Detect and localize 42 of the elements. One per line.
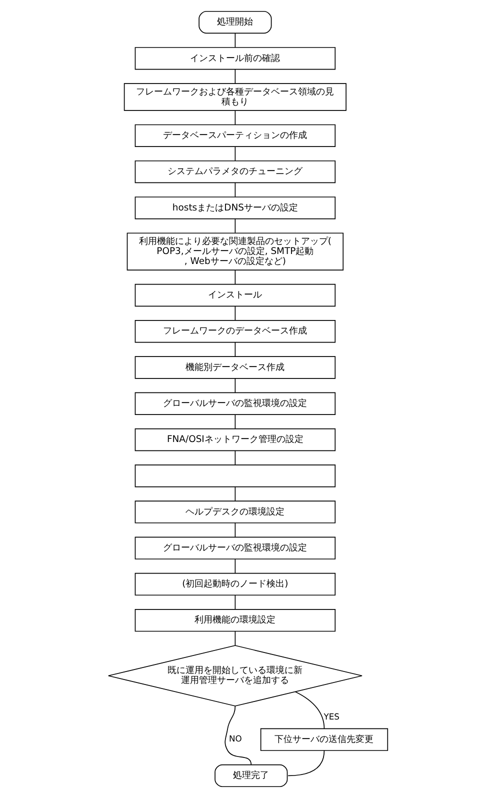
node-box: インストール前の確認 (134, 47, 336, 70)
connector (288, 750, 325, 776)
edge-label: NO (229, 734, 242, 744)
connector (234, 110, 236, 125)
connector (224, 706, 252, 766)
edge-label: YES (324, 711, 340, 722)
node-box: ヘルプデスクの環境設定 (134, 500, 336, 524)
node-box: 利用機能により必要な関連製品のセットアップ(POP3,メールサーバの設定, SMTP起動, Webサーバの設定など) (126, 232, 344, 270)
node-box: インストール (134, 284, 336, 307)
node-box: FNA/OSIネットワーク管理の設定 (134, 428, 336, 452)
node-box (134, 464, 336, 488)
connector (234, 522, 236, 538)
connector (234, 32, 236, 48)
node-box: 処理完了 (214, 764, 288, 788)
node-box: 処理開始 (198, 10, 272, 34)
node-box: グローバルサーバの監視環境の設定 (134, 536, 336, 560)
connector (234, 68, 236, 84)
node-box: データベースパーティションの作成 (134, 124, 336, 148)
node-box: (初回起動時のノード検出) (134, 572, 336, 596)
node-box: hostsまたはDNSサーバの設定 (134, 196, 336, 220)
connector (234, 594, 236, 610)
node-box: 利用機能の環境設定 (134, 608, 336, 632)
connector (234, 414, 236, 430)
connector (234, 486, 236, 502)
connector (234, 342, 236, 357)
connector (294, 691, 325, 730)
connector (234, 450, 236, 466)
connector (234, 218, 236, 234)
connector (234, 146, 236, 162)
node-box: フレームワークおよび各種データベース領域の見積もり (124, 83, 346, 111)
connector (234, 182, 236, 198)
connector (234, 306, 236, 321)
connector (234, 630, 236, 646)
connector (234, 558, 236, 574)
connector (234, 270, 236, 285)
node-box: システムパラメタのチューニング (134, 160, 336, 184)
connector (234, 378, 236, 393)
node-diamond: 既に運用を開始している環境に新運用管理サーバを追加する (108, 645, 362, 706)
node-box: 下位サーバの送信先変更 (260, 728, 388, 751)
node-box: フレームワークのデータベース作成 (134, 320, 336, 343)
node-box: グローバルサーバの監視環境の設定 (134, 392, 336, 415)
node-box: 機能別データベース作成 (134, 356, 336, 379)
